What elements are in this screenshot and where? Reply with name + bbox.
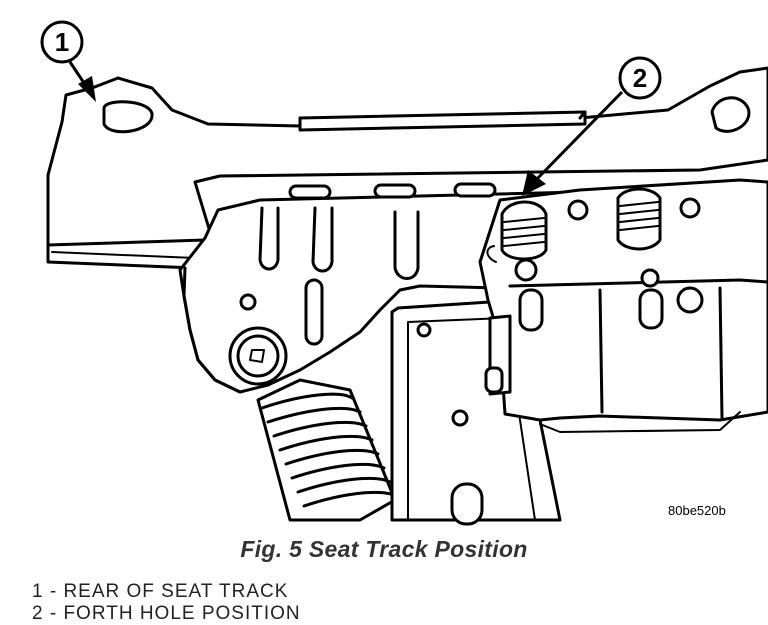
legend: 1 - REAR OF SEAT TRACK 2 - FORTH HOLE PO… <box>32 581 301 625</box>
callout-1-number: 1 <box>55 27 69 57</box>
legend-item-2: 2 - FORTH HOLE POSITION <box>32 603 301 624</box>
callout-2-arrow <box>522 90 624 196</box>
callout-2-number: 2 <box>633 63 647 93</box>
callout-1: 1 <box>40 20 96 102</box>
seat-track-illustration: 1 2 <box>40 20 768 526</box>
coil-spring <box>256 378 398 522</box>
legend-item-1: 1 - REAR OF SEAT TRACK <box>32 581 289 602</box>
latch-mechanism <box>478 96 768 422</box>
callout-2: 2 <box>522 56 662 196</box>
figure-title: Fig. 5 Seat Track Position <box>240 536 528 562</box>
callout-1-arrow <box>68 61 96 102</box>
figure-code: 80be520b <box>668 503 726 518</box>
